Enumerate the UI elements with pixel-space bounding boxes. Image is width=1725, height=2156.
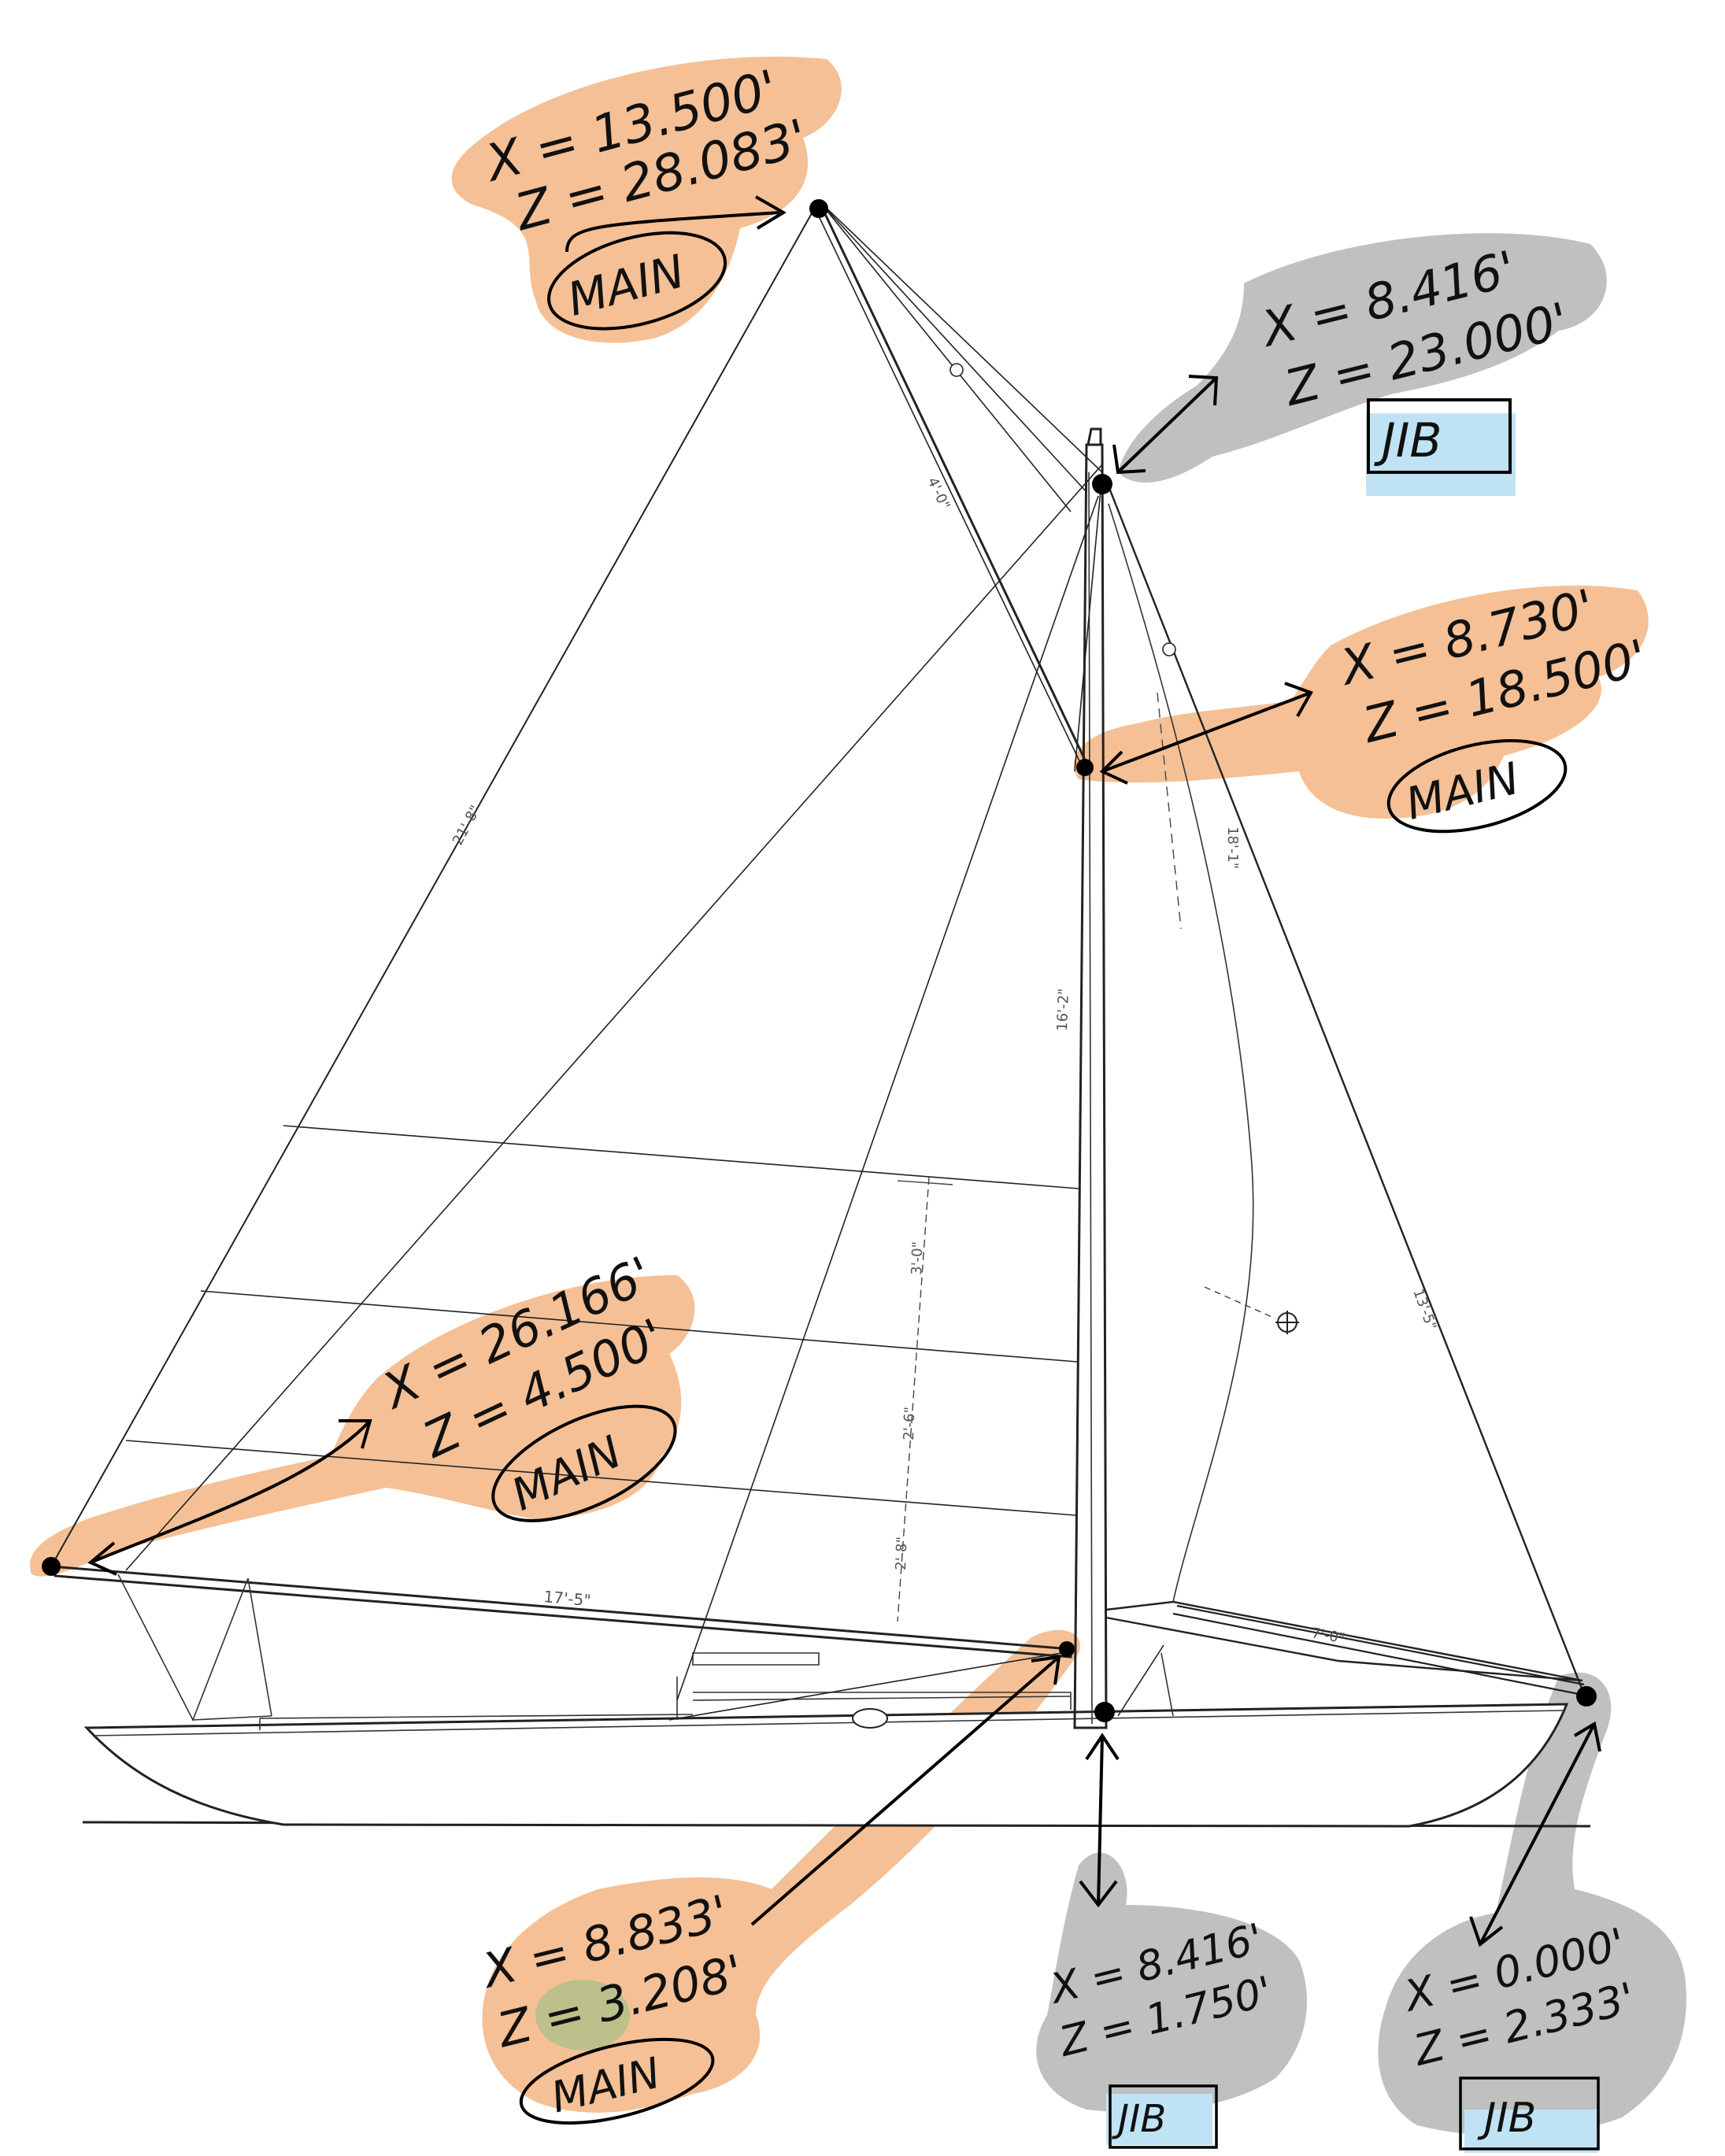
arrowhead-main-throat-2 bbox=[1284, 682, 1313, 717]
peak-halyard-1 bbox=[818, 200, 1103, 473]
arrowhead-jib-tack-1 bbox=[1085, 1733, 1120, 1761]
arrowhead-jib-clew-1 bbox=[1573, 1721, 1601, 1752]
jib-luff-dashed bbox=[1157, 692, 1182, 930]
jib-sheet-2 bbox=[1160, 1652, 1174, 1717]
dot-main-peak bbox=[809, 199, 828, 218]
dot-main-throat bbox=[1076, 759, 1094, 776]
dim-jib-foot: 7'-0" bbox=[1310, 1625, 1346, 1647]
dim-forestay-lower: 13'-5" bbox=[1409, 1287, 1439, 1333]
jib-sheet bbox=[1117, 1644, 1164, 1717]
dim-mast-low: 2'-6" bbox=[901, 1407, 918, 1440]
arrow-jib-tack bbox=[1097, 1735, 1104, 1906]
ce-leader bbox=[1204, 1286, 1276, 1319]
jib-hank bbox=[1162, 642, 1176, 656]
arrowhead-main-tack bbox=[1031, 1655, 1061, 1685]
cabin bbox=[259, 1652, 1072, 1730]
highlight-jib-head bbox=[1118, 233, 1607, 483]
topmast bbox=[1086, 427, 1102, 446]
reef-line-3 bbox=[125, 1440, 1076, 1516]
dim-mast-mid: 3'-0" bbox=[909, 1241, 926, 1275]
gaff bbox=[817, 200, 1092, 772]
dot-main-clew bbox=[42, 1557, 61, 1576]
main-boom bbox=[49, 1565, 1072, 1659]
dim-topmast: 4'-0" bbox=[924, 475, 953, 512]
halyard-block bbox=[949, 363, 964, 377]
dim-luff-upper: 16'-2" bbox=[1054, 988, 1072, 1031]
sail-plan-drawing: 21'-8" 4'-0" 16'-2" 18'-1" 3'-0" 2'-6" 2… bbox=[49, 200, 1591, 1828]
point-markers bbox=[42, 199, 1597, 1722]
jib-leech bbox=[1108, 503, 1254, 1603]
arrow-main-peak bbox=[565, 211, 780, 253]
topping-lift bbox=[125, 464, 1103, 1571]
cockpit bbox=[676, 1677, 1072, 1720]
highlight-jib-clew bbox=[1378, 1672, 1686, 2136]
highlight-main-peak bbox=[451, 56, 842, 343]
dot-main-tack bbox=[1059, 1641, 1075, 1657]
jib-label-fill-tack bbox=[1106, 2094, 1212, 2145]
highlight-main-clew bbox=[30, 1275, 695, 1577]
reef-dim-vertical bbox=[897, 1176, 930, 1622]
tag-ring-main-tack bbox=[519, 2037, 715, 2125]
jib-label-fill-head bbox=[1366, 413, 1516, 496]
arrowhead-jib-clew-2 bbox=[1469, 1916, 1504, 1947]
arrowhead-jib-head-2 bbox=[1188, 375, 1219, 406]
mast bbox=[1073, 443, 1108, 1729]
arrowhead-main-clew-1 bbox=[87, 1541, 117, 1576]
tag-group-jib-head: JIB bbox=[1367, 398, 1512, 474]
dot-jib-head bbox=[1092, 474, 1112, 494]
reef-dim-tick-1 bbox=[897, 1180, 953, 1185]
forestay bbox=[1105, 479, 1588, 1701]
throat-halyard bbox=[1074, 472, 1103, 772]
tag-jib-clew: JIB bbox=[1477, 2095, 1536, 2142]
tag-group-jib-clew: JIB bbox=[1459, 2076, 1600, 2150]
dim-jib-luff: 18'-1" bbox=[1224, 827, 1241, 869]
arrow-main-clew bbox=[90, 1419, 372, 1564]
tag-box-jib-tack bbox=[1109, 2084, 1218, 2149]
sheet-bridle bbox=[117, 1574, 272, 1721]
tag-ring-main-peak bbox=[547, 231, 727, 331]
mast-track bbox=[1088, 472, 1093, 1725]
dim-boom: 17'-5" bbox=[543, 1587, 592, 1610]
arrowhead-jib-tack-2 bbox=[1079, 1880, 1118, 1908]
reef-line-1 bbox=[283, 1125, 1079, 1189]
highlight-jib-tack bbox=[1036, 1852, 1307, 2113]
sheer-line bbox=[94, 1710, 1564, 1736]
arrowhead-main-throat-1 bbox=[1099, 750, 1128, 785]
tag-jib-head: JIB bbox=[1374, 413, 1442, 468]
sheet-to-cockpit bbox=[676, 495, 1099, 1701]
reef-line-2 bbox=[200, 1290, 1078, 1363]
tag-box-jib-clew bbox=[1459, 2076, 1600, 2150]
arrow-main-tack bbox=[750, 1655, 1061, 1926]
annotation-arrows bbox=[87, 195, 1601, 1947]
arrowhead-main-clew-2 bbox=[339, 1419, 372, 1449]
peak-halyard-2 bbox=[818, 200, 1087, 493]
dim-mast-lowest: 2'-8" bbox=[893, 1537, 910, 1570]
main-leech bbox=[50, 200, 820, 1567]
tag-jib-tack: JIB bbox=[1112, 2097, 1166, 2141]
dot-jib-tack bbox=[1094, 1702, 1115, 1722]
dim-main-leech: 21'-8" bbox=[450, 803, 484, 849]
hull bbox=[83, 1703, 1569, 1828]
gaff-inner bbox=[812, 202, 1083, 768]
arrow-jib-head bbox=[1116, 376, 1218, 474]
tag-group-jib-tack: JIB bbox=[1109, 2084, 1218, 2149]
arrow-jib-clew bbox=[1479, 1723, 1596, 1945]
tag-ring-main-throat bbox=[1386, 739, 1568, 834]
tag-ring-main-clew bbox=[491, 1404, 677, 1522]
arrow-main-throat bbox=[1101, 691, 1312, 773]
highlight-green-smudge bbox=[535, 1980, 630, 2051]
dot-jib-clew bbox=[1576, 1686, 1597, 1707]
portlight bbox=[852, 1708, 888, 1729]
peak-halyard-3 bbox=[818, 200, 1072, 512]
main-tack-line bbox=[668, 1651, 1072, 1721]
jib-club bbox=[1172, 1604, 1585, 1696]
arrowhead-main-peak bbox=[755, 195, 787, 230]
jib-label-fill-clew bbox=[1464, 2110, 1598, 2153]
arrowhead-jib-head-1 bbox=[1112, 444, 1146, 475]
tag-box-jib-head bbox=[1367, 398, 1512, 474]
jib-foot bbox=[1105, 1600, 1583, 1682]
